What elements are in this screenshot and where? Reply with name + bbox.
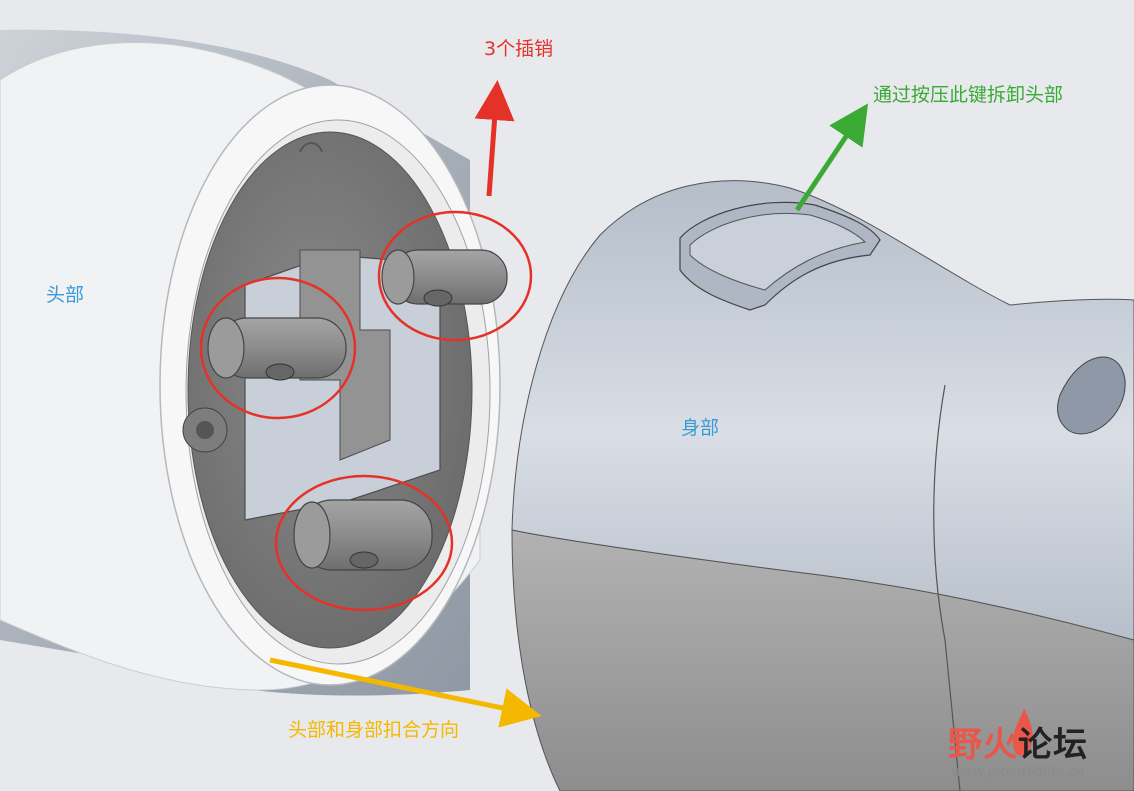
- body-seam: [933, 384, 961, 791]
- pins-label: 3个插销: [484, 38, 554, 60]
- release-key-label: 通过按压此键拆卸头部: [873, 84, 1064, 106]
- pins-arrow: [474, 80, 515, 197]
- pin-highlight-top: [377, 210, 533, 342]
- pin-highlight-left: [199, 276, 357, 420]
- watermark-logo-part-2: 论坛: [1018, 725, 1088, 765]
- head-screw-hole-inner: [196, 421, 214, 439]
- pin-left: [207, 317, 347, 381]
- pin-highlight-bottom: [274, 474, 454, 612]
- release-key: [679, 201, 881, 311]
- pin-bottom: [293, 499, 433, 571]
- head-notch: [299, 142, 323, 153]
- watermark-logo: 野火论坛: [948, 728, 1088, 762]
- pin-top: [381, 249, 508, 307]
- watermark-url: www.proewildfire.cn: [952, 765, 1085, 780]
- watermark-logo-part-1: 野火: [948, 725, 1018, 765]
- body-upper-shell: [511, 180, 1134, 641]
- direction-arrow: [269, 657, 542, 728]
- mating-direction-label: 头部和身部扣合方向: [288, 719, 460, 741]
- head-label: 头部: [46, 284, 85, 306]
- body-label: 身部: [681, 417, 720, 439]
- body-side-hole: [1057, 356, 1126, 435]
- watermark-flame-icon: [1012, 708, 1033, 756]
- body-part: [511, 180, 1134, 791]
- release-arrow: [794, 103, 869, 212]
- head-part: [0, 29, 533, 696]
